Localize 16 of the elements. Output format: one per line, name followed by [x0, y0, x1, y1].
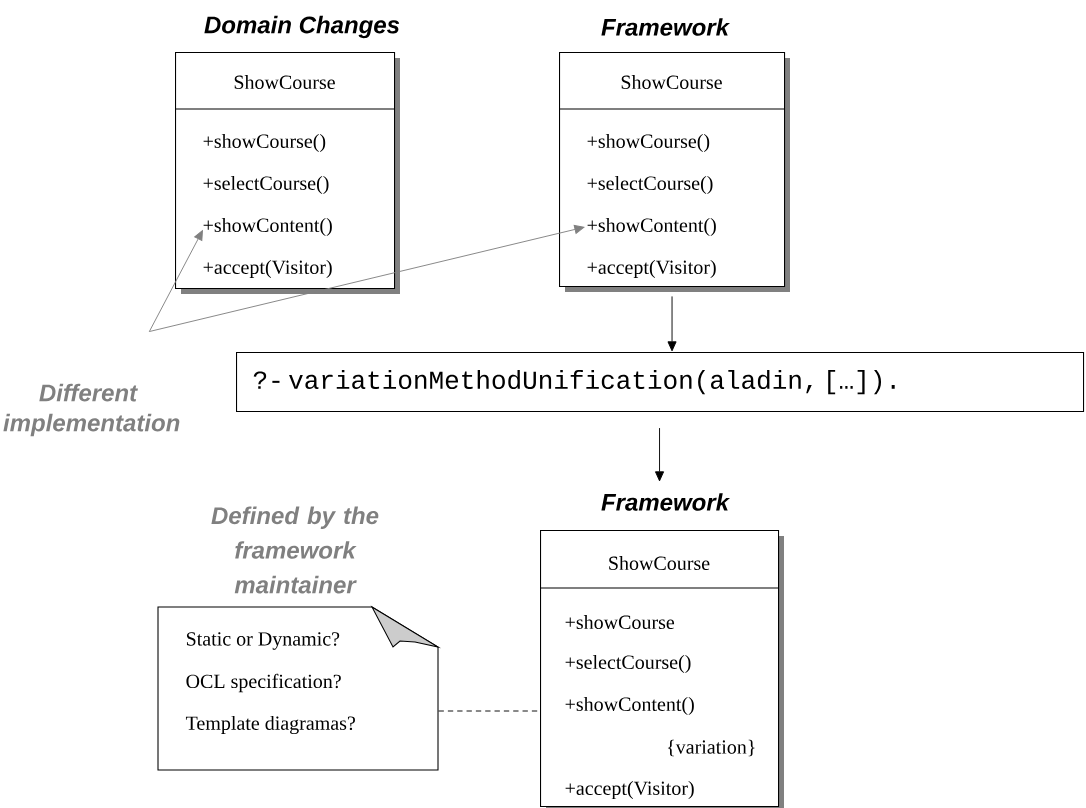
method-text: +accept(Visitor) — [587, 259, 716, 279]
note-title: Defined by the framework maintainer — [211, 506, 379, 594]
class-title: Framework — [601, 493, 730, 511]
note-text: OCL specification? — [186, 673, 341, 693]
class-name: ShowCourse — [621, 75, 722, 90]
method-text: +showContent() — [587, 217, 716, 237]
note-text: Static or Dynamic? — [186, 632, 340, 650]
class-title: Domain Changes — [204, 15, 400, 39]
class-title: Framework — [601, 18, 730, 36]
callout-text: Different implementation — [3, 383, 180, 437]
query-box: ?- variationMethodUnification(aladin, […]). — [236, 352, 1085, 413]
note-text: Template diagramas? — [185, 715, 355, 735]
method-text: +showCourse() — [587, 133, 710, 153]
arrow — [667, 295, 677, 352]
arrow — [655, 427, 665, 482]
method-text: +selectCourse() — [587, 175, 713, 195]
